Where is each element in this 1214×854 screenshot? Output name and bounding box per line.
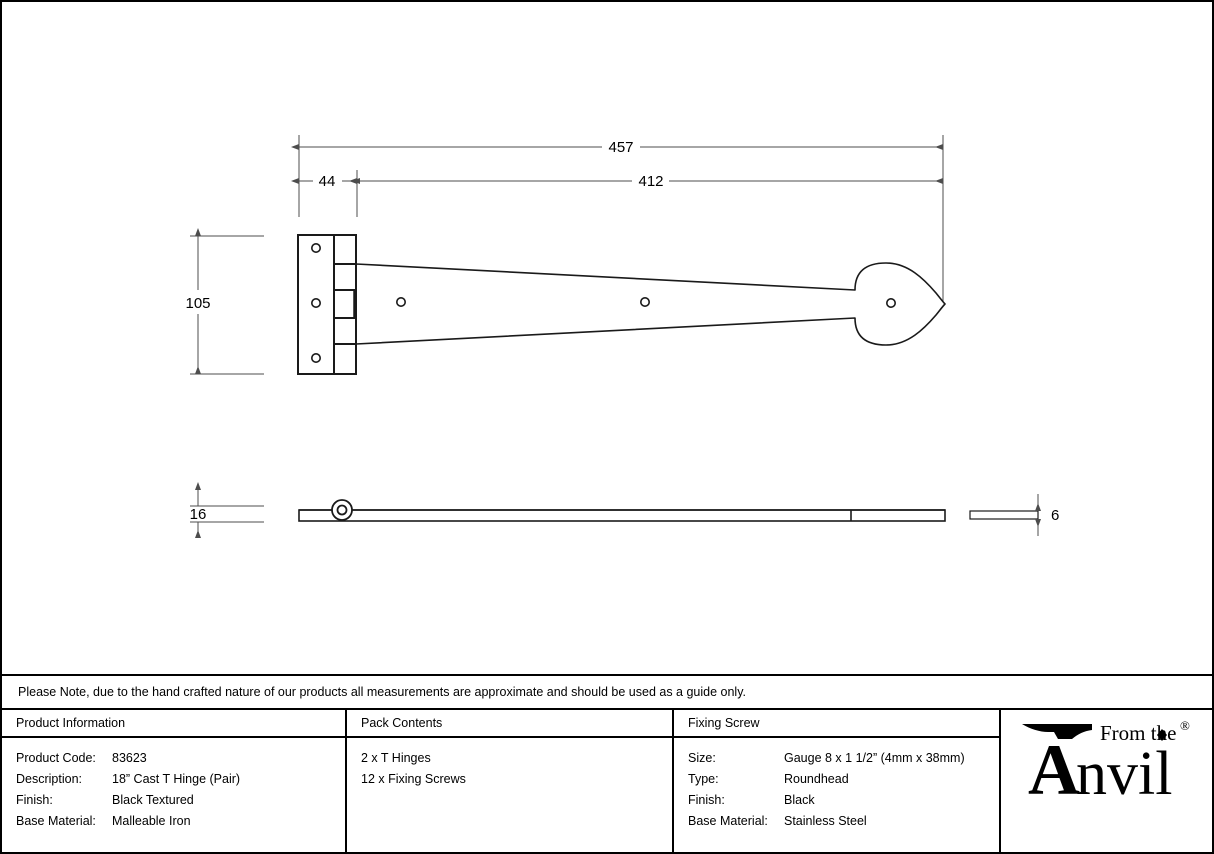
column-header-fixing-screw: Fixing Screw [674,710,999,738]
screw-base-material-label: Base Material: [688,814,768,828]
screw-hole-plate-middle [310,297,321,308]
column-header-product-information: Product Information [2,710,345,738]
anvil-icon [1021,724,1092,739]
logo-registered-mark: ® [1180,718,1190,733]
dimension-label-6: 6 [1051,507,1059,524]
logo-letter-a: A [1028,730,1080,802]
pack-contents-body: 2 x T Hinges 12 x Fixing Screws [347,738,672,852]
screw-size-label: Size: [688,751,716,765]
table-row: Base Material: Stainless Steel [688,811,999,832]
description-value: 18” Cast T Hinge (Pair) [112,772,241,786]
dimension-plate-height: 105 [185,228,264,375]
hinge-technical-drawing: 457 44 412 105 [185,135,1059,538]
product-code-value: 83623 [112,751,147,765]
hinge-back-plate [297,234,357,375]
base-material-label: Base Material: [16,814,96,828]
table-row: Finish: Black [688,790,999,811]
product-information-body: Product Code: 83623 Description: 18” Cas… [2,738,345,852]
info-table: Product Information Product Code: 83623 … [2,710,1212,852]
measurement-note: Please Note, due to the hand crafted nat… [18,684,747,699]
dimension-strap-thickness: 6 [969,494,1059,536]
table-row: Finish: Black Textured [16,790,345,811]
screw-size-value: Gauge 8 x 1 1/2” (4mm x 38mm) [784,751,965,765]
column-pack-contents: Pack Contents 2 x T Hinges 12 x Fixing S… [347,710,674,852]
table-row: Base Material: Malleable Iron [16,811,345,832]
dimension-label-412: 412 [638,173,663,190]
screw-hole-strap-2 [639,296,650,307]
fixing-screw-body: Size: Gauge 8 x 1 1/2” (4mm x 38mm) Type… [674,738,999,852]
screw-type-label: Type: [688,772,719,786]
screw-hole-strap-1 [395,296,406,307]
column-product-information: Product Information Product Code: 83623 … [2,710,347,852]
finish-value: Black Textured [112,793,194,807]
table-row: Size: Gauge 8 x 1 1/2” (4mm x 38mm) [688,748,999,769]
product-info-panel: Please Note, due to the hand crafted nat… [2,674,1212,852]
list-item: 2 x T Hinges [361,751,431,765]
brand-logo: A nvil From the ® [1001,710,1212,808]
dimension-plate-width: 44 [291,170,358,217]
table-row: Type: Roundhead [688,769,999,790]
dimension-strap-length: 412 [352,173,943,190]
hinge-strap-outline [355,262,946,346]
column-header-pack-contents: Pack Contents [347,710,672,738]
description-label: Description: [16,772,82,786]
diamond-dot-icon [1156,729,1167,741]
screw-type-value: Roundhead [784,772,849,786]
product-code-label: Product Code: [16,751,96,765]
dimension-label-457: 457 [608,139,633,156]
screw-hole-plate-top [310,243,321,254]
side-elevation [298,499,946,522]
strap-section-bar [969,510,1039,520]
dimension-overall-length: 457 [291,135,944,302]
column-fixing-screw: Fixing Screw Size: Gauge 8 x 1 1/2” (4mm… [674,710,1001,852]
screw-base-material-value: Stainless Steel [784,814,867,828]
knuckle-pin-circle [336,504,348,516]
column-brand-logo: A nvil From the ® [1001,710,1212,852]
screw-hole-strap-tip [885,297,896,308]
logo-text-main: nvil [1076,740,1172,802]
dimension-knuckle-thickness: 16 [190,482,264,538]
dimension-label-105: 105 [185,295,210,312]
dimension-label-44: 44 [319,173,336,190]
table-row: Description: 18” Cast T Hinge (Pair) [16,769,345,790]
screw-hole-plate-bottom [310,352,321,363]
list-item: 12 x Fixing Screws [361,772,466,786]
dimension-label-16: 16 [190,506,207,523]
base-material-value: Malleable Iron [112,814,191,828]
front-elevation [297,234,946,375]
note-row: Please Note, due to the hand crafted nat… [2,676,1212,710]
screw-finish-value: Black [784,793,815,807]
side-strap-body [298,509,946,522]
finish-label: Finish: [16,793,53,807]
drawing-area: 457 44 412 105 [2,2,1212,674]
table-row: Product Code: 83623 [16,748,345,769]
screw-finish-label: Finish: [688,793,725,807]
from-the-anvil-logo: A nvil From the ® [1021,718,1190,802]
